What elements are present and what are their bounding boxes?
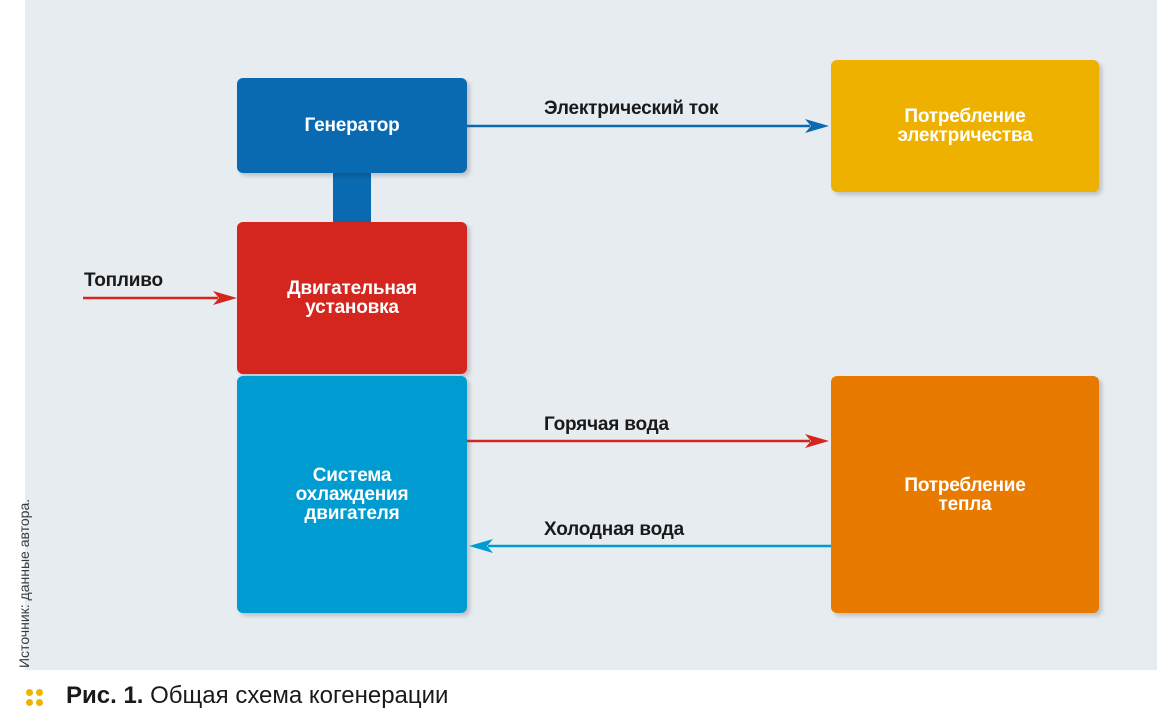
hot-water-arrow xyxy=(467,434,829,448)
hot-water-label: Горячая вода xyxy=(544,414,669,435)
heat-consumption-box: Потребление тепла xyxy=(831,376,1099,613)
engine-label: Двигательная установка xyxy=(287,278,417,318)
generator-engine-shaft xyxy=(333,170,371,226)
electricity-consumption-label: Потребление электричества xyxy=(897,106,1033,146)
figure-title: Общая схема когенерации xyxy=(150,682,449,709)
electricity-consumption-box: Потребление электричества xyxy=(831,60,1099,192)
cooling-label: Система охлаждения двигателя xyxy=(295,465,409,524)
figure-number: Рис. 1. xyxy=(66,682,144,709)
cold-water-label: Холодная вода xyxy=(544,519,685,540)
fuel-arrow xyxy=(83,291,237,305)
cold-water-arrow xyxy=(469,539,831,553)
fuel-label: Топливо xyxy=(84,270,163,291)
engine-box: Двигательная установка xyxy=(237,222,467,374)
generator-label: Генератор xyxy=(304,115,400,136)
cooling-box: Система охлаждения двигателя xyxy=(237,376,467,613)
caption-bullet-icon xyxy=(26,689,44,707)
figure-caption: Рис. 1. Общая схема когенерации xyxy=(66,682,448,710)
electric-current-label: Электрический ток xyxy=(544,98,719,119)
generator-box: Генератор xyxy=(237,78,467,173)
electric-current-arrow xyxy=(467,119,829,133)
heat-consumption-label: Потребление тепла xyxy=(904,474,1026,515)
source-note: Источник: данные автора. xyxy=(16,498,32,668)
